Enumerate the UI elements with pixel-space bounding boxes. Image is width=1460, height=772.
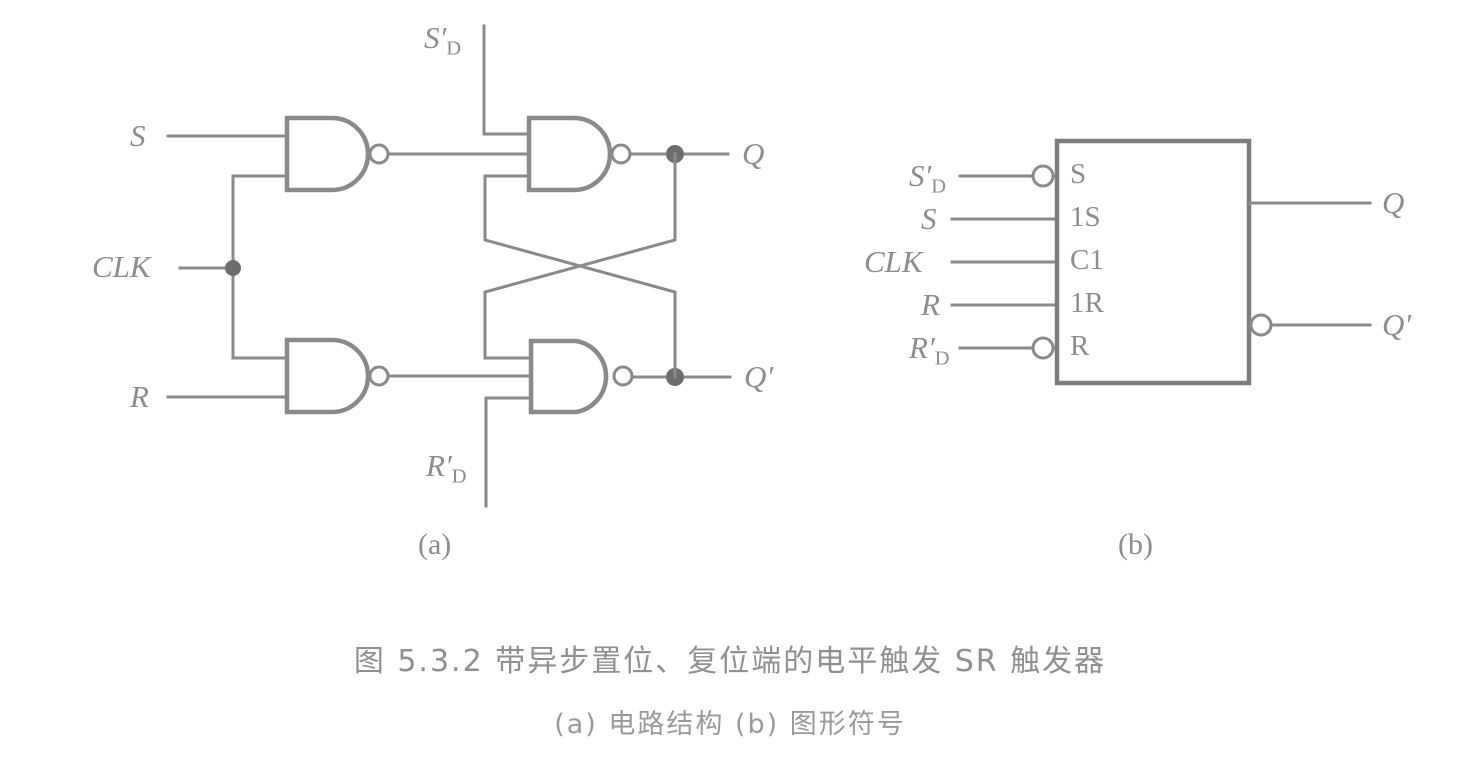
nand-gate-3-bubble [368, 365, 390, 387]
symbol-pin-s: S [1070, 158, 1087, 190]
label-clk-input: CLK [92, 249, 151, 284]
part-a-letter: (a) [418, 528, 452, 561]
wire-clk-branch-down [231, 266, 289, 360]
nand-gate-1-bubble [368, 143, 390, 165]
part-b-symbol [950, 138, 1372, 386]
symbol-label-r: R [921, 287, 940, 322]
symbol-pin-r: R [1070, 330, 1090, 362]
label-r-input: R [130, 379, 149, 414]
symbol-label-qbar-out: Q′ [1382, 307, 1412, 342]
symbol-label-q-out: Q [1382, 185, 1405, 220]
label-qbar-output: Q′ [744, 359, 774, 394]
label-s-input: S [130, 118, 146, 153]
nand-gate-1 [284, 115, 371, 193]
nand-gate-4-bubble [612, 365, 634, 387]
wire-clk-branch-up [231, 174, 289, 270]
junction-dot-clk [225, 260, 241, 276]
symbol-label-rd: R′D [909, 330, 950, 370]
wire-cross-qbar-to-g2 [483, 174, 677, 379]
nand-gate-3 [284, 337, 371, 415]
label-rd-clear: R′D [426, 448, 467, 488]
wire-sd-preset [482, 24, 531, 136]
nand-gate-4 [528, 338, 609, 415]
nand-gate-2 [526, 115, 613, 193]
symbol-bubble-qbar [1249, 313, 1273, 337]
figure-caption-main: 图 5.3.2 带异步置位、复位端的电平触发 SR 触发器 [353, 644, 1107, 679]
symbol-bubble-rd [1031, 336, 1055, 360]
symbol-pin-c1: C1 [1070, 244, 1104, 276]
symbol-label-sd: S′D [909, 158, 947, 198]
wire-rd-clear [484, 396, 533, 508]
label-sd-preset: S′D [424, 20, 462, 60]
symbol-label-clk: CLK [864, 244, 923, 279]
symbol-box [1054, 138, 1252, 386]
wire-cross-q-to-g4 [483, 152, 677, 360]
symbol-bubble-sd [1031, 164, 1055, 188]
part-b-letter: (b) [1118, 528, 1153, 561]
symbol-pin-1s: 1S [1070, 201, 1101, 233]
nand-gate-2-bubble [610, 143, 632, 165]
symbol-pin-1r: 1R [1070, 287, 1104, 319]
label-q-output: Q [742, 136, 765, 171]
figure-caption-sub: (a) 电路结构 (b) 图形符号 [554, 709, 906, 740]
part-a-circuit [166, 24, 732, 508]
symbol-label-s: S [921, 201, 937, 236]
